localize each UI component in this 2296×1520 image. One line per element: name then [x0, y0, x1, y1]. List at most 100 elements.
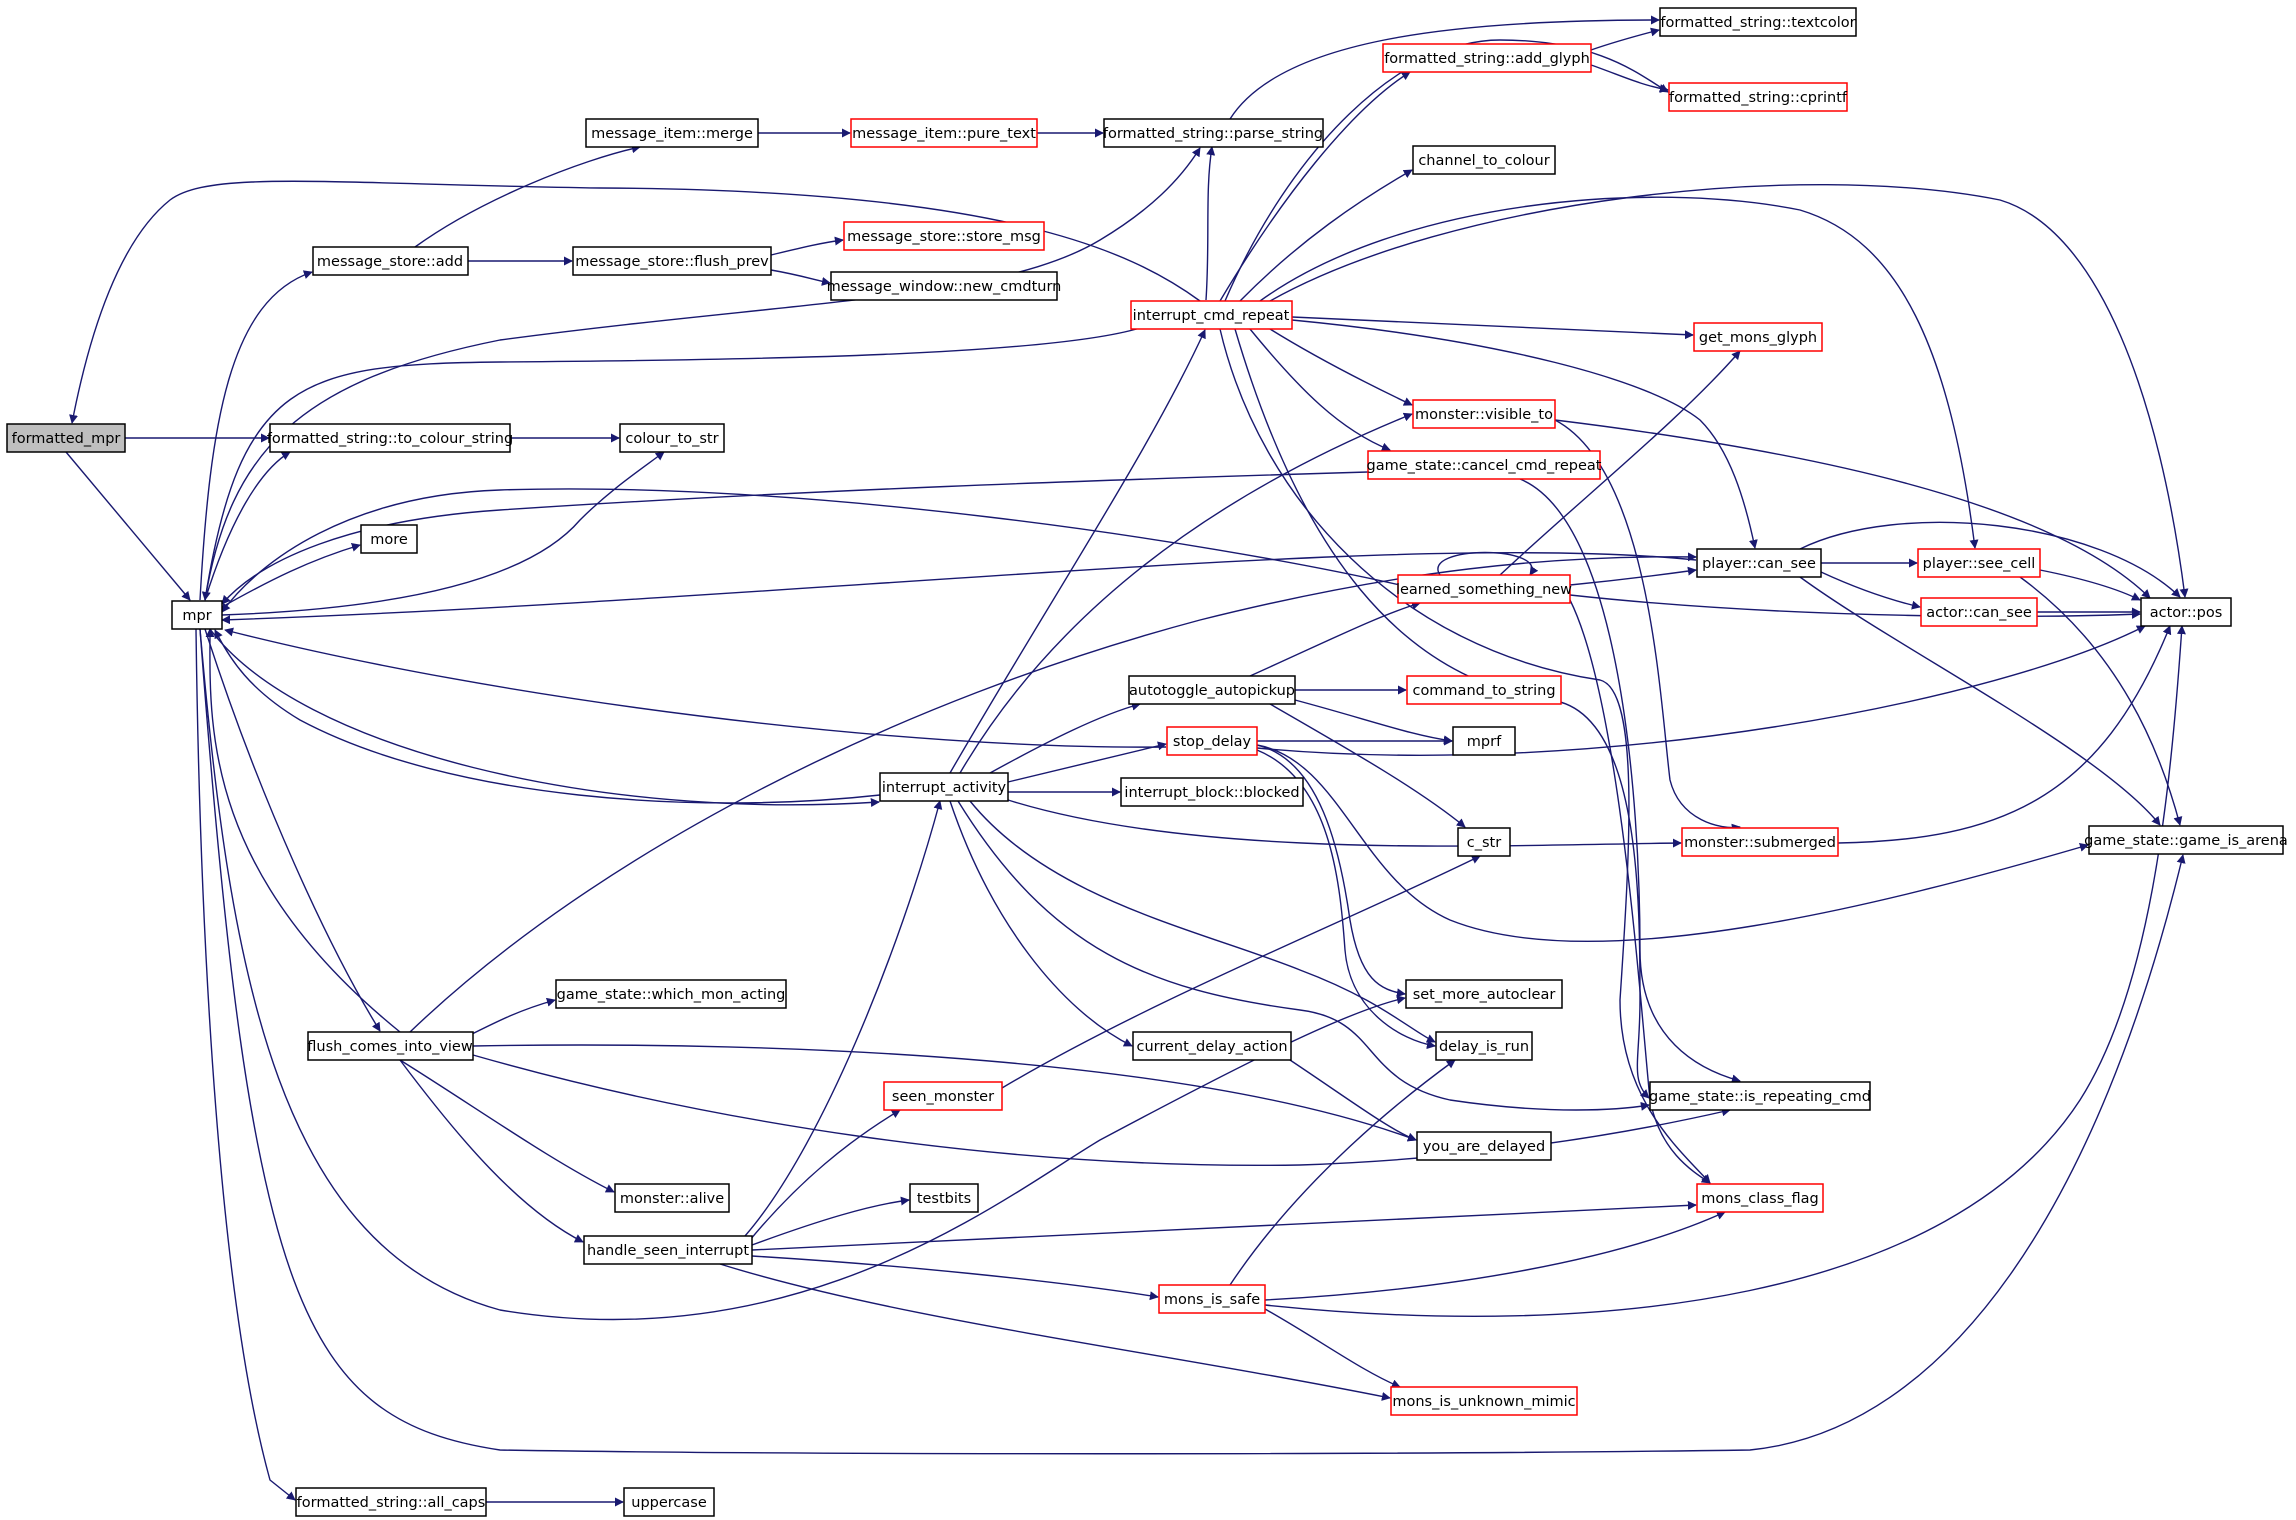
edge-interrupt_cmd_repeat-formatted_mpr [69, 180, 1201, 424]
node-testbits[interactable]: testbits [909, 1183, 979, 1213]
edge-mpr-all_caps [195, 628, 296, 1501]
node-player-can-see[interactable]: player::can_see [1696, 548, 1822, 578]
node-c-str[interactable]: c_str [1457, 827, 1511, 857]
edge-handle_seen_interrupt-seen_monster [749, 1109, 901, 1241]
edge-mpr-interrupt_activity [209, 628, 880, 808]
edge-flush_comes_into_view-monster_alive [399, 1059, 615, 1193]
node-game-state-cancel-cmd-repeat[interactable]: game_state::cancel_cmd_repeat [1367, 450, 1602, 480]
node-mprf[interactable]: mprf [1452, 726, 1516, 756]
node-formatted-string-cprintf[interactable]: formatted_string::cprintf [1668, 82, 1848, 112]
node-formatted-string-parse-string[interactable]: formatted_string::parse_string [1103, 118, 1324, 148]
node-current-delay-action[interactable]: current_delay_action [1132, 1031, 1292, 1061]
edge-flush_comes_into_view-player_can_see [409, 552, 1697, 1033]
svg-text:actor::can_see: actor::can_see [1926, 605, 2032, 621]
svg-text:game_state::game_is_arena: game_state::game_is_arena [2084, 833, 2288, 849]
svg-text:mons_is_safe: mons_is_safe [1164, 1292, 1260, 1308]
edge-flush_comes_into_view-which_mon_acting [469, 997, 556, 1036]
node-mons-is-safe[interactable]: mons_is_safe [1158, 1284, 1266, 1314]
edge-flush_prev-store_msg [770, 236, 844, 256]
edge-interrupt_cmd_repeat-cancel_cmd_repeat [1249, 328, 1391, 452]
node-you-are-delayed[interactable]: you_are_delayed [1416, 1131, 1552, 1161]
svg-text:formatted_string::to_colour_st: formatted_string::to_colour_string [267, 431, 513, 447]
node-flush-comes-into-view[interactable]: flush_comes_into_view [307, 1031, 474, 1061]
svg-text:formatted_string::add_glyph: formatted_string::add_glyph [1384, 51, 1590, 67]
svg-text:message_store::flush_prev: message_store::flush_prev [575, 254, 769, 270]
edge-learned_something_new-mpr [221, 488, 1401, 613]
edge-mpr-game_is_arena [199, 628, 2186, 1455]
node-command-to-string[interactable]: command_to_string [1406, 675, 1562, 705]
svg-text:current_delay_action: current_delay_action [1136, 1039, 1287, 1055]
node-mons-is-unknown-mimic[interactable]: mons_is_unknown_mimic [1390, 1386, 1578, 1416]
svg-text:delay_is_run: delay_is_run [1439, 1039, 1529, 1055]
node-monster-submerged[interactable]: monster::submerged [1681, 827, 1839, 857]
svg-text:more: more [370, 532, 408, 548]
edge-autotoggle-c_str [1269, 703, 1466, 828]
node-monster-visible-to[interactable]: monster::visible_to [1412, 399, 1556, 429]
svg-text:game_state::which_mon_acting: game_state::which_mon_acting [557, 987, 786, 1003]
node-actor-can-see[interactable]: actor::can_see [1920, 597, 2038, 627]
edge-interrupt_activity-mpr [214, 629, 881, 804]
node-message-item-pure-text[interactable]: message_item::pure_text [850, 118, 1038, 148]
edge-stop_delay-delay_is_run [1256, 749, 1436, 1050]
edge-current_delay_action-you_are_delayed [1289, 1059, 1417, 1142]
edge-interrupt_activity-stop_delay [1007, 741, 1167, 783]
node-interrupt-activity[interactable]: interrupt_activity [879, 772, 1009, 802]
node-game-state-game-is-arena[interactable]: game_state::game_is_arena [2084, 825, 2288, 855]
edge-seen_monster-c_str [1001, 855, 1481, 1089]
edge-monster_visible_to-submerged [1554, 419, 1741, 833]
node-message-store-flush-prev[interactable]: message_store::flush_prev [572, 246, 772, 276]
node-learned-something-new[interactable]: learned_something_new [1396, 574, 1572, 604]
node-message-store-store-msg[interactable]: message_store::store_msg [843, 221, 1045, 251]
edge-interrupt_cmd_repeat-channel_to_colour [1239, 169, 1413, 302]
node-uppercase[interactable]: uppercase [623, 1487, 715, 1517]
node-message-window-new-cmdturn[interactable]: message_window::new_cmdturn [827, 271, 1062, 301]
edge-handle_seen_interrupt-interrupt_activity [744, 800, 943, 1237]
node-mpr[interactable]: mpr [171, 600, 223, 630]
edge-interrupt_activity-submerged [1007, 799, 1682, 848]
node-formatted-string-all-caps[interactable]: formatted_string::all_caps [295, 1487, 487, 1517]
node-formatted-mpr[interactable]: formatted_mpr [6, 423, 126, 453]
node-mons-class-flag[interactable]: mons_class_flag [1696, 1183, 1824, 1213]
node-autotoggle-autopickup[interactable]: autotoggle_autopickup [1128, 675, 1296, 705]
svg-text:mpr: mpr [182, 608, 211, 624]
node-player-see-cell[interactable]: player::see_cell [1917, 548, 2041, 578]
node-formatted-string-textcolor[interactable]: formatted_string::textcolor [1659, 7, 1857, 37]
node-interrupt-block-blocked[interactable]: interrupt_block::blocked [1120, 777, 1304, 807]
node-game-state-which-mon-acting[interactable]: game_state::which_mon_acting [555, 979, 787, 1009]
node-game-state-is-repeating-cmd[interactable]: game_state::is_repeating_cmd [1649, 1081, 1871, 1111]
node-formatted-string-to-colour-string[interactable]: formatted_string::to_colour_string [267, 423, 513, 453]
edge-stop_delay-actor_pos [1256, 625, 2146, 756]
node-interrupt-cmd-repeat[interactable]: interrupt_cmd_repeat [1130, 300, 1293, 330]
node-stop-delay[interactable]: stop_delay [1166, 726, 1258, 756]
node-more[interactable]: more [360, 524, 418, 554]
edge-formatted_mpr-mpr [65, 451, 191, 601]
edge-monster_visible_to-actor_pos [1554, 419, 2151, 599]
svg-text:mons_is_unknown_mimic: mons_is_unknown_mimic [1392, 1394, 1575, 1410]
edge-learned_something_new-actor_pos [1569, 594, 2141, 619]
node-seen-monster[interactable]: seen_monster [883, 1081, 1003, 1111]
svg-text:mprf: mprf [1467, 734, 1502, 750]
svg-text:message_item::pure_text: message_item::pure_text [852, 126, 1036, 142]
node-handle-seen-interrupt[interactable]: handle_seen_interrupt [583, 1235, 753, 1265]
node-actor-pos[interactable]: actor::pos [2140, 597, 2232, 627]
edge-mons_is_safe-actor_pos [1264, 625, 2186, 1317]
node-set-more-autoclear[interactable]: set_more_autoclear [1405, 979, 1563, 1009]
edge-handle_seen_interrupt-mons_is_unknown_mimic [719, 1263, 1391, 1401]
node-formatted-string-add-glyph[interactable]: formatted_string::add_glyph [1382, 43, 1592, 73]
edge-autotoggle-learned_something_new [1249, 601, 1421, 677]
edge-interrupt_activity-autotoggle [989, 701, 1141, 774]
node-channel-to-colour[interactable]: channel_to_colour [1412, 145, 1556, 175]
edge-mpr-to_colour_string [204, 451, 291, 601]
edge-interrupt_activity-current_delay_action [949, 800, 1133, 1047]
node-monster-alive[interactable]: monster::alive [614, 1183, 730, 1213]
node-delay-is-run[interactable]: delay_is_run [1435, 1031, 1533, 1061]
svg-text:interrupt_cmd_repeat: interrupt_cmd_repeat [1133, 308, 1290, 324]
edge-handle_seen_interrupt-testbits [751, 1196, 910, 1246]
edge-mpr-set_more_autoclear [199, 628, 1406, 1321]
node-get-mons-glyph[interactable]: get_mons_glyph [1693, 322, 1823, 352]
node-colour-to-str[interactable]: colour_to_str [619, 423, 725, 453]
node-message-item-merge[interactable]: message_item::merge [585, 118, 759, 148]
node-message-store-add[interactable]: message_store::add [312, 246, 469, 276]
edge-mpr-more [221, 543, 361, 608]
